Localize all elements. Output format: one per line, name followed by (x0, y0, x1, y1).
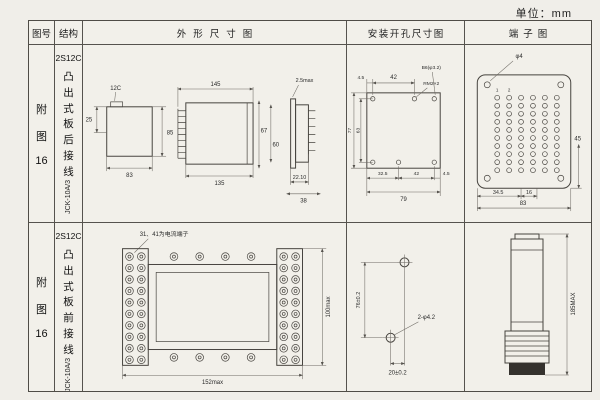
mounting-panel (366, 92, 441, 169)
dim-67: 67 (261, 129, 268, 135)
dim-60: 60 (273, 142, 280, 148)
dim-4-5-top: 4.5 (357, 75, 364, 81)
profile-dimensions: 185MAX (539, 233, 577, 376)
dim-185max: 185MAX (571, 292, 577, 315)
header-structure: 结构 (55, 21, 83, 45)
dim-25: 25 (86, 118, 93, 124)
structure-model: 2S12C (55, 231, 82, 241)
fig-char: 图 (36, 304, 47, 316)
dim-145: 145 (211, 82, 222, 88)
header-terminal-label: 端子图 (508, 28, 553, 40)
dim-77: 77 (347, 128, 353, 134)
dim-12c: 12C (110, 86, 122, 92)
mounting-diagram-cell-front: 76±0.2 2-φ4.2 20±0.2 (347, 223, 465, 391)
structure-cell-row2: 2S12C 凸出式板前接线 JCK-10A/3 (55, 223, 83, 391)
left-terminal-strip (125, 252, 146, 364)
outline-drawing-front: 31、41为电流端子 152max 1 (122, 230, 332, 386)
header-outline: 外形尺寸图 (83, 21, 347, 45)
mounting-drawing-rear: 4.5 42 B6(φ3.2) RM2×2 77 63 32 (347, 65, 450, 203)
dim-85: 85 (167, 130, 174, 136)
terminal-drawing-rear: 1 2 φ4 45 34.5 16 83 (476, 54, 582, 212)
dim-83: 83 (126, 173, 133, 179)
mounting-dimensions: 4.5 42 B6(φ3.2) RM2×2 77 63 32 (347, 65, 450, 203)
mounting-diagram-cell-rear: 4.5 42 B6(φ3.2) RM2×2 77 63 32 (347, 45, 465, 223)
front-wiring-view: 31、41为电流端子 (122, 230, 303, 366)
fig-number: 16 (35, 328, 48, 340)
dim-20: 20±0.2 (389, 370, 407, 376)
note-rm2: RM2×2 (423, 81, 439, 87)
dim-38: 38 (300, 199, 307, 205)
dim-83-terminal: 83 (520, 201, 527, 207)
structure-type: JCK-10A/3 (65, 358, 72, 391)
relay-front-view: 145 135 67 60 (177, 82, 280, 187)
terminal-number-2: 2 (508, 88, 511, 93)
header-fig-no-label: 图号 (31, 28, 51, 40)
structure-description: 凸出式板后接线 (63, 71, 74, 178)
outline-diagram-cell-front: 31、41为电流端子 152max 1 (83, 223, 347, 391)
header-outline-label: 外形尺寸图 (176, 28, 260, 40)
spec-table: 图号 结构 外形尺寸图 安装开孔尺寸图 端子图 附 图 16 2S12C 凸出式… (28, 20, 592, 392)
dim-45: 45 (574, 136, 581, 142)
front-wiring-dimensions: 152max 100max (122, 248, 332, 386)
terminal-diagram-cell-rear: 1 2 φ4 45 34.5 16 83 (465, 45, 591, 223)
dim-76: 76±0.2 (356, 292, 362, 309)
fig-no-cell-row1: 附 图 16 (29, 45, 55, 223)
mounting-holes (382, 254, 413, 346)
terminal-dimensions: φ4 45 34.5 16 83 (476, 54, 582, 212)
dim-34-5: 34.5 (493, 190, 504, 196)
fig-char: 附 (36, 277, 47, 289)
relay-side-view: 2.5max 22.10 38 (286, 78, 321, 205)
structure-description: 凸出式板前接线 (63, 249, 74, 356)
fig-no-cell-row2: 附 图 16 (29, 223, 55, 391)
outline-drawing-rear: 12C 25 85 83 145 (86, 78, 321, 205)
fig-char: 图 (36, 130, 47, 143)
outline-diagram-cell-rear: 12C 25 85 83 145 (83, 45, 347, 223)
structure-model: 2S12C (55, 53, 82, 63)
header-terminal: 端子图 (465, 21, 591, 45)
dim-22-10: 22.10 (293, 175, 307, 181)
terminal-number-1: 1 (496, 88, 499, 93)
header-mounting: 安装开孔尺寸图 (347, 21, 465, 45)
terminal-board: 1 2 (476, 74, 572, 189)
relay-left-view: 12C 25 85 83 (86, 86, 174, 179)
terminal-diagram-cell-front: 185MAX (465, 223, 591, 391)
dim-4-5-bottom: 4.5 (443, 171, 450, 177)
dim-135: 135 (214, 181, 225, 187)
mounting-dimensions: 76±0.2 2-φ4.2 20±0.2 (356, 261, 435, 376)
terminal-drawing-front: 185MAX (504, 233, 577, 376)
dim-42-top: 42 (390, 75, 397, 81)
structure-type: JCK-10A/3 (65, 180, 72, 215)
right-terminal-strip (279, 252, 300, 364)
dim-42-bottom: 42 (414, 171, 420, 177)
unit-label: 单位：mm (515, 8, 572, 20)
terminal-hole-grid (494, 94, 560, 173)
header-structure-label: 结构 (58, 28, 78, 40)
dim-79: 79 (400, 197, 407, 203)
fig-char: 附 (36, 103, 47, 116)
dim-63: 63 (355, 128, 361, 134)
note-2-phi4-2: 2-φ4.2 (418, 315, 435, 321)
header-mounting-label: 安装开孔尺寸图 (367, 28, 445, 40)
header-fig-no: 图号 (29, 21, 55, 45)
note-current-terminals: 31、41为电流端子 (140, 230, 189, 238)
mounting-drawing-front: 76±0.2 2-φ4.2 20±0.2 (356, 254, 435, 376)
structure-cell-row1: 2S12C 凸出式板后接线 JCK-10A/3 (55, 45, 83, 223)
dim-2-5max: 2.5max (296, 78, 314, 84)
note-b6: B6(φ3.2) (422, 65, 442, 71)
dim-16: 16 (526, 190, 532, 196)
fig-number: 16 (35, 154, 48, 167)
dim-32-5: 32.5 (378, 171, 388, 177)
bottom-terminal-row (169, 353, 256, 362)
dim-152max: 152max (202, 380, 223, 386)
dim-100max: 100max (326, 296, 332, 317)
note-phi4: φ4 (515, 54, 523, 60)
top-terminal-row (169, 252, 256, 261)
relay-profile (504, 233, 550, 375)
